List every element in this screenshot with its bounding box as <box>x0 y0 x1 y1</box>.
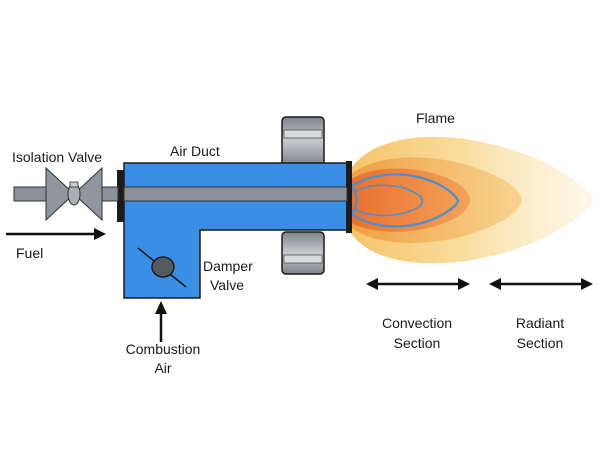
combustion-air-arrow <box>155 301 167 342</box>
radiant-section-label-line2: Section <box>517 335 564 351</box>
flame-label: Flame <box>416 110 455 126</box>
flame <box>350 136 594 264</box>
burner-face-plate <box>346 161 352 233</box>
damper-valve-label-line1: Damper <box>203 258 253 274</box>
duct-inlet-plate <box>117 170 124 222</box>
isolation-valve <box>45 166 103 222</box>
damper-valve-label-line2: Valve <box>210 277 244 293</box>
combustion-air-label-line2: Air <box>154 360 171 376</box>
radiant-section-label-line1: Radiant <box>516 315 564 331</box>
air-duct-label: Air Duct <box>170 143 220 159</box>
flame-core-inner-outline <box>353 184 424 217</box>
damper-valve <box>137 247 187 288</box>
convection-section-arrow <box>366 278 470 290</box>
flange-upper <box>281 116 325 166</box>
arrows <box>6 228 593 342</box>
flame-core-outline <box>350 173 460 228</box>
isolation-valve-label: Isolation Valve <box>12 149 102 165</box>
flange-lower <box>281 231 325 275</box>
radiant-section-arrow <box>489 278 593 290</box>
fuel-lance <box>123 186 348 202</box>
burner-flange <box>281 116 325 275</box>
fuel-label: Fuel <box>16 245 43 261</box>
combustion-air-label-line1: Combustion <box>126 341 201 357</box>
convection-section-label-line2: Section <box>394 335 441 351</box>
convection-section-label-line1: Convection <box>382 315 452 331</box>
fuel-arrow <box>6 228 106 240</box>
